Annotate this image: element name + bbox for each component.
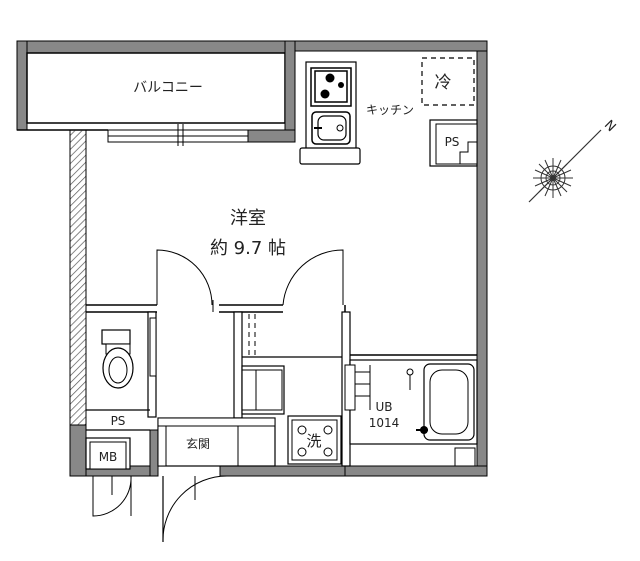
entrance: 玄関 [157,417,276,543]
balcony: バルコニー [16,40,293,131]
meter-box: MB [85,437,132,517]
corridor-fixtures: 洗 [241,314,342,465]
outer-walls [69,40,488,477]
kitchen: 冷 キッチン PS [299,57,478,167]
room-size: 約 9.7 帖 [210,238,286,259]
ps-toilet-label: PS [111,414,126,428]
toilet-icon [101,329,134,389]
washer-label: 洗 [306,432,321,450]
room-doors [156,249,344,312]
balcony-label: バルコニー [133,80,203,96]
ub-name: UB [375,400,392,414]
ub-size: 1014 [369,416,400,430]
toilet-room: PS [86,317,157,431]
unit-bath: UB 1014 [344,359,478,467]
fridge-space [421,57,475,106]
room-name: 洋室 [230,208,266,229]
kitchen-label: キッチン [366,103,414,117]
mb-label: MB [99,450,118,464]
balcony-window [107,124,296,146]
fridge-label: 冷 [435,73,452,93]
ps-kitchen-label: PS [445,135,460,149]
washer-space [287,415,342,465]
compass-north-label: N [601,118,618,135]
compass-icon: N [528,118,618,203]
entrance-label: 玄関 [186,436,210,451]
